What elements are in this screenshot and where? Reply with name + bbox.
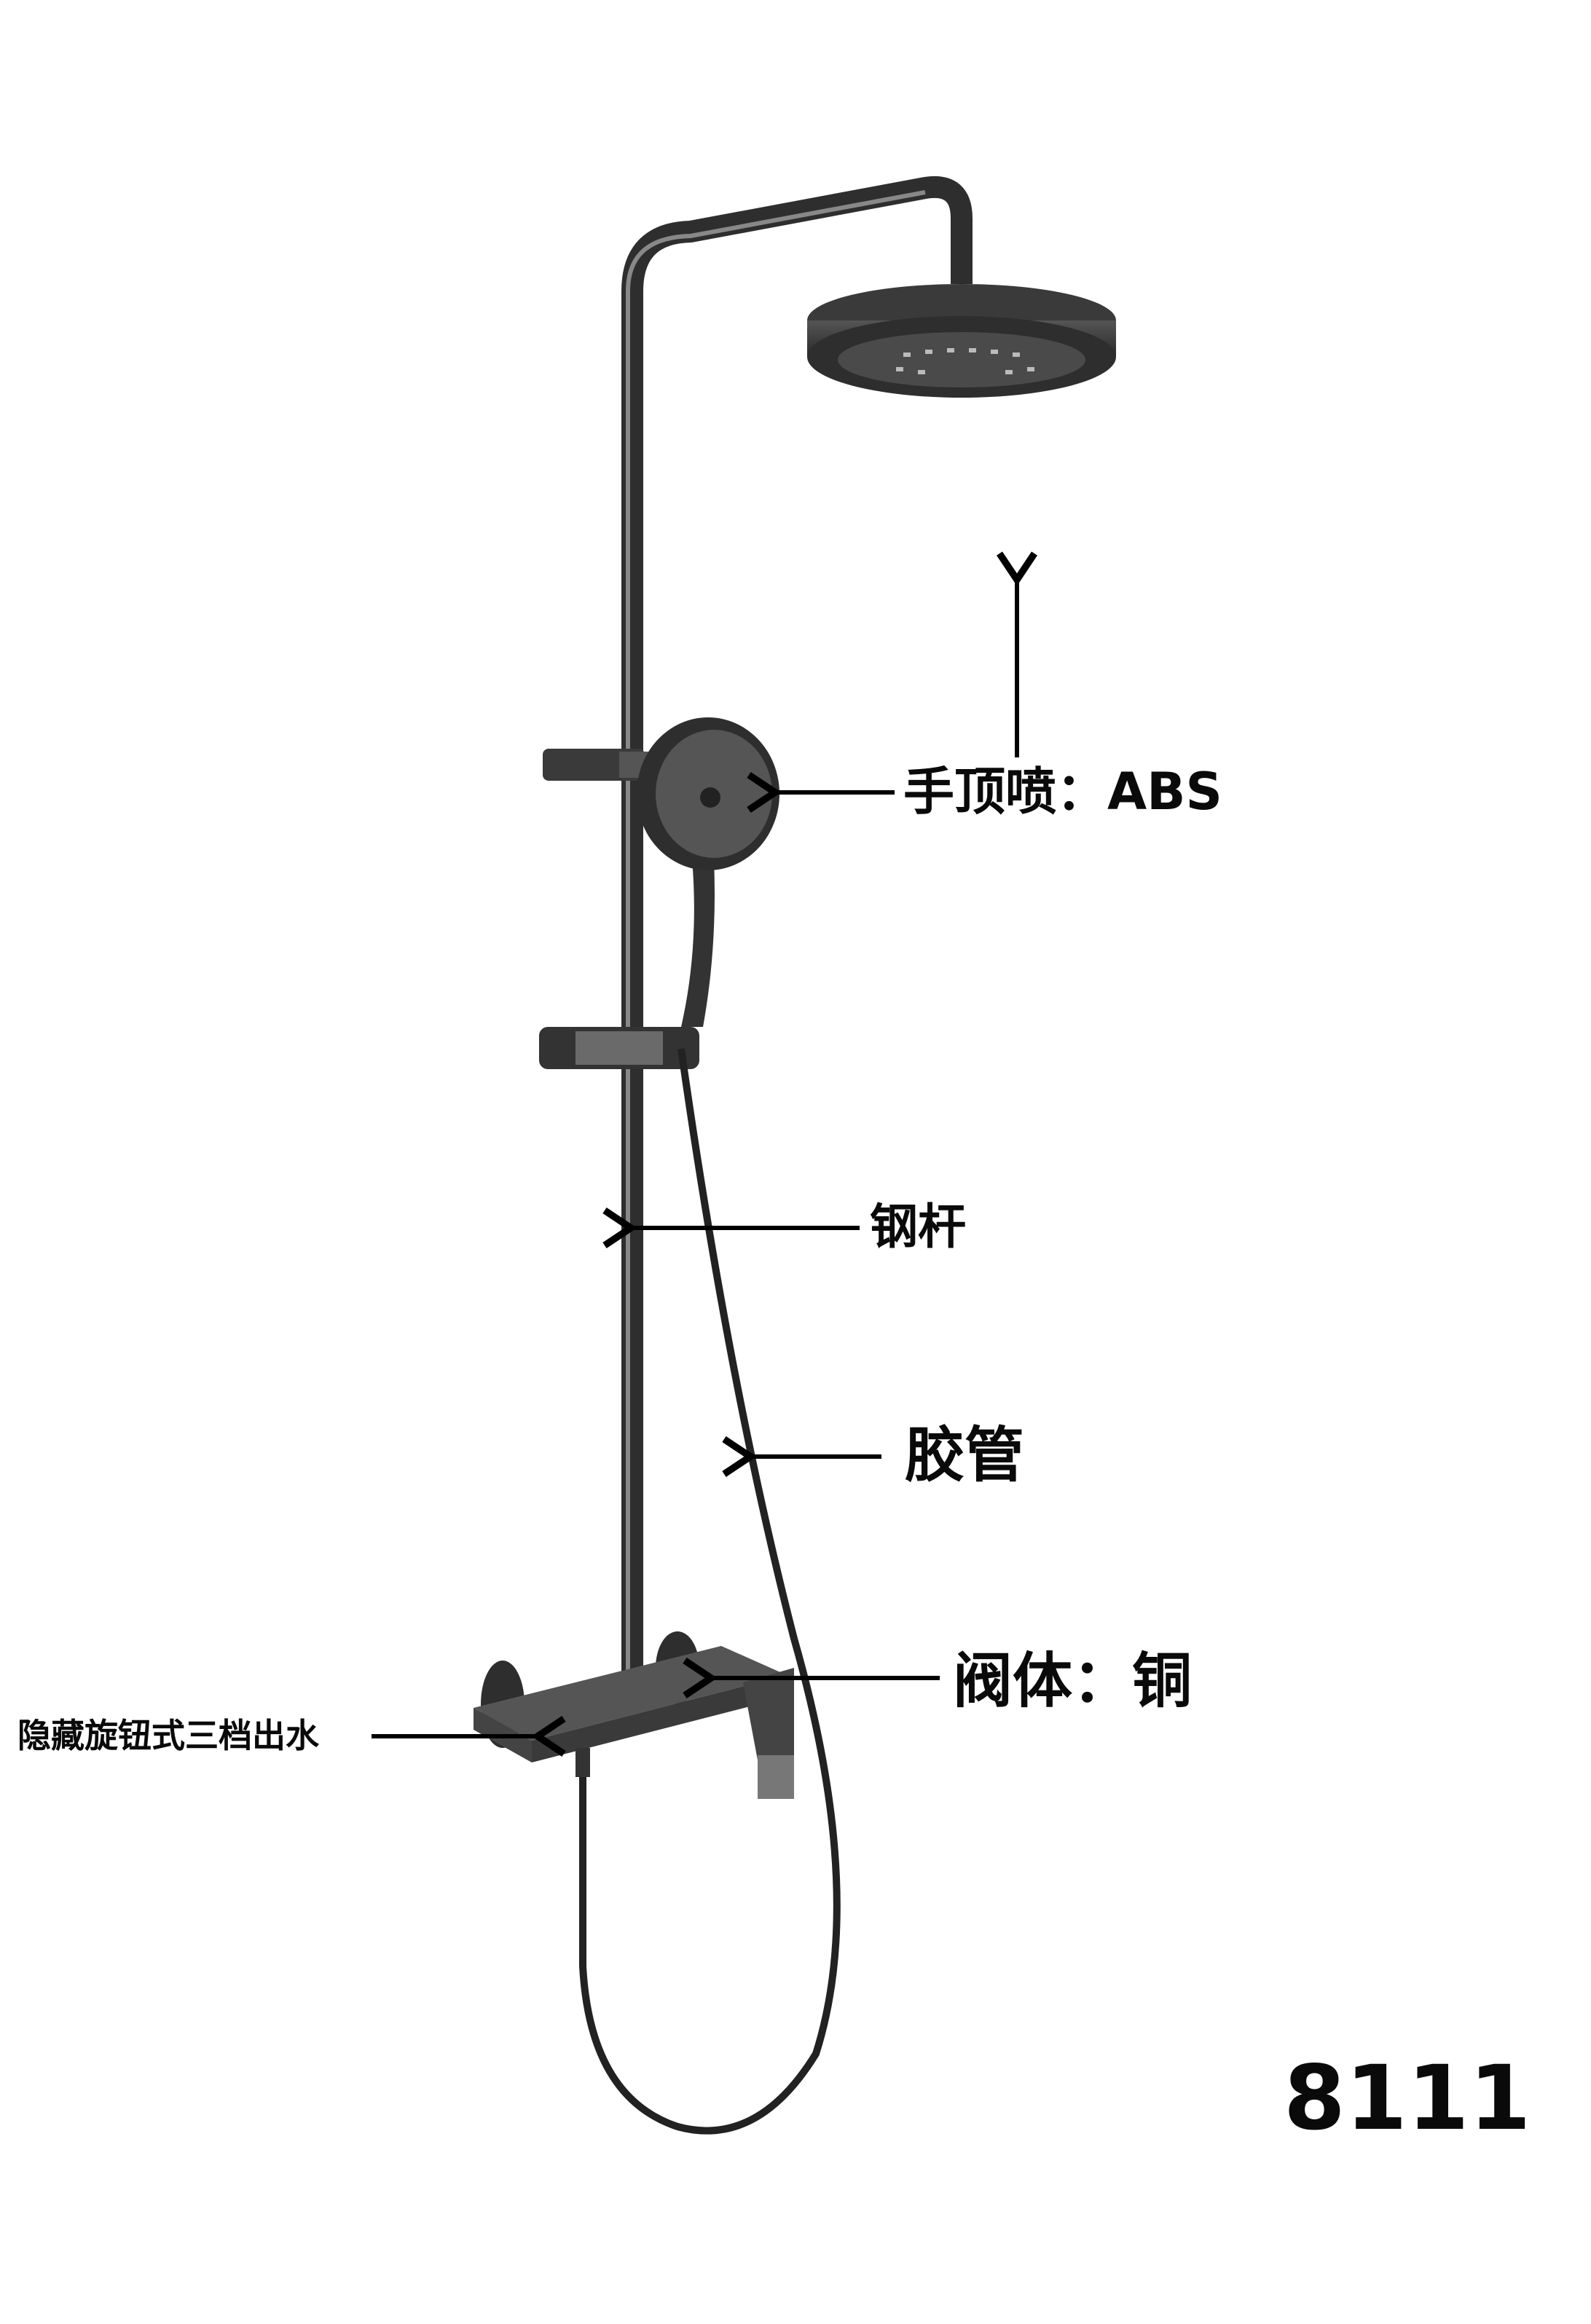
shower-hose (579, 1048, 841, 2135)
model-number: 8111 (1284, 2047, 1531, 2150)
label-hand-top-spray: 手顶喷：ABS (903, 762, 1222, 822)
riser-pole (621, 176, 973, 1675)
label-hose: 胶管 (905, 1421, 1025, 1490)
overhead-shower-head (807, 284, 1116, 398)
label-steel-rod: 钢杆 (870, 1199, 966, 1255)
hand-shower (637, 717, 779, 1027)
label-hidden-knob: 隐藏旋钮式三档出水 (17, 1716, 319, 1755)
lower-slide-bracket (539, 1027, 699, 1069)
label-valve-body: 阀体：铜 (953, 1647, 1193, 1716)
